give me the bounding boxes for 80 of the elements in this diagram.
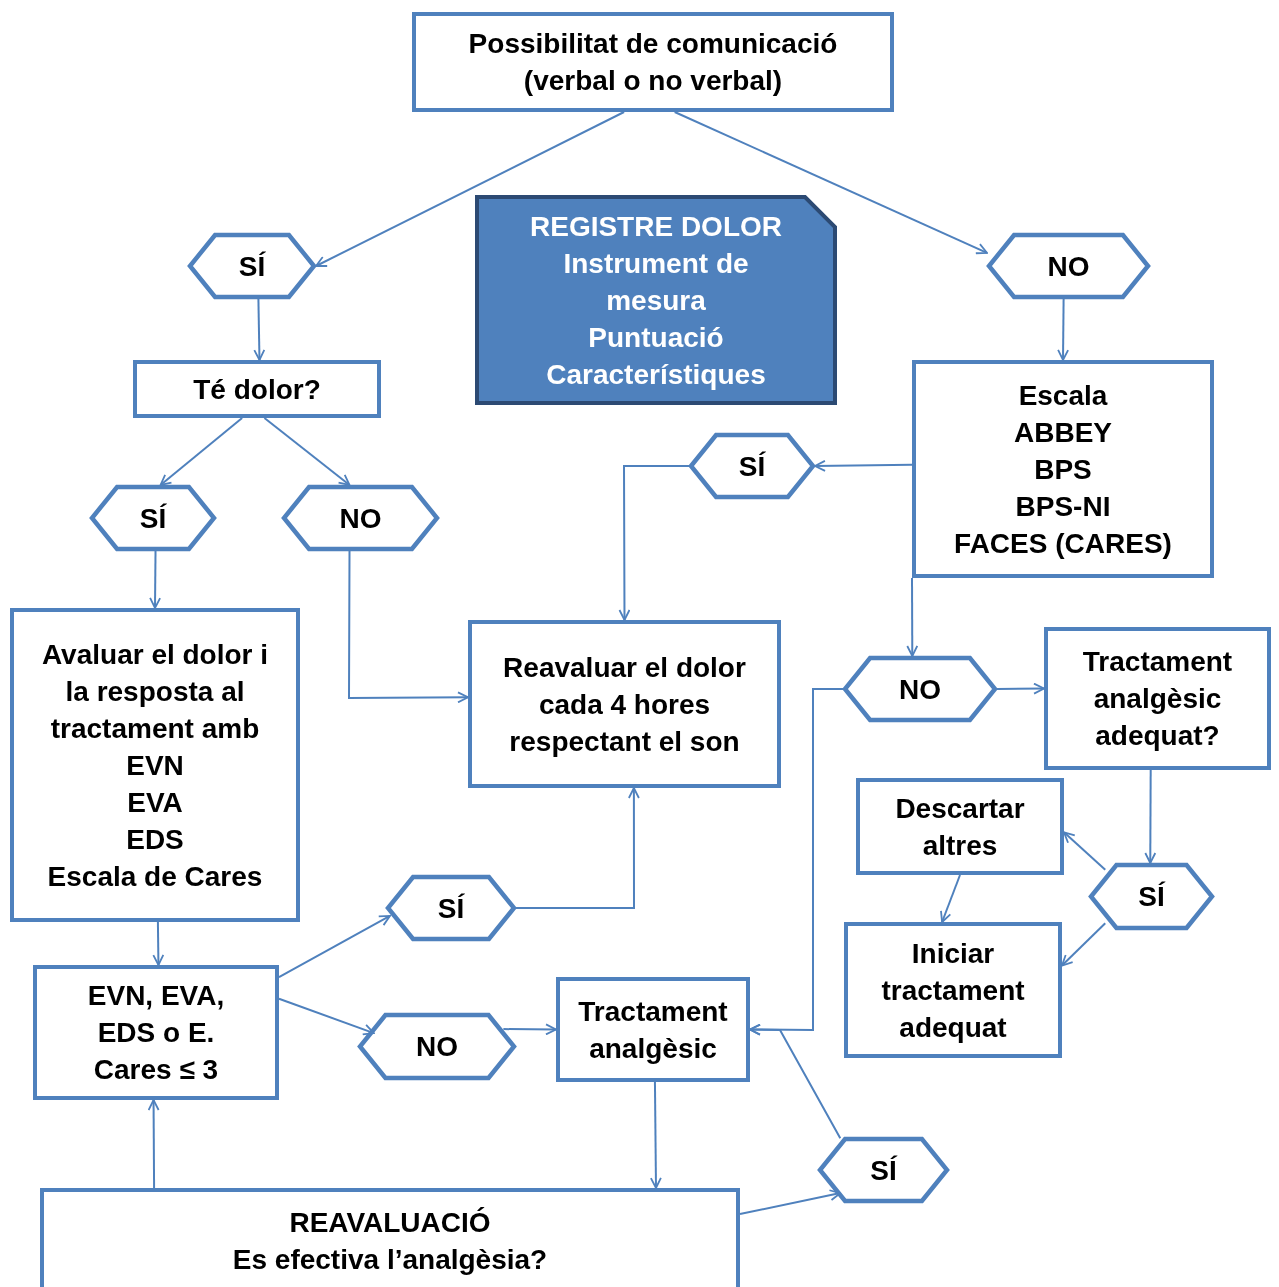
box-text: EVA [127, 785, 183, 820]
box-text: BPS [1034, 452, 1092, 487]
option-label: SÍ [139, 501, 167, 536]
arrow [515, 787, 640, 909]
process-box [412, 12, 894, 112]
arrow [152, 921, 165, 966]
option-label: NO [1047, 249, 1090, 284]
box-text: REAVALUACIÓ [289, 1206, 491, 1240]
arrow [1057, 298, 1069, 361]
decision-hexagon [818, 1137, 949, 1203]
decision-hexagon [358, 1013, 516, 1080]
arrow [1063, 831, 1107, 871]
box-text: Escala de Cares [47, 859, 263, 894]
box-text: ABBEY [1014, 415, 1112, 450]
box-text: Reavaluar el dolor cada 4 hores respectant el son [502, 650, 747, 759]
decision-hexagon [90, 485, 216, 551]
arrow [996, 682, 1045, 695]
option-label: SÍ [738, 449, 766, 484]
process-box [556, 977, 750, 1082]
option-label: SÍ [437, 891, 465, 926]
process-box [10, 608, 300, 922]
box-text: Avaluar el dolor i la resposta al tractament amb [40, 637, 270, 746]
arrow [159, 417, 244, 486]
arrow [348, 550, 469, 704]
box-text: Instrument de mesura [562, 246, 750, 318]
option-label: SÍ [870, 1153, 897, 1188]
option-label: SÍ [238, 249, 266, 284]
arrow [906, 577, 919, 657]
box-text: EDS [126, 822, 184, 857]
box-text: Descartar altres [894, 791, 1026, 863]
decision-hexagon [282, 485, 439, 551]
box-text: Tractament analgèsic [577, 994, 729, 1066]
process-box [33, 965, 279, 1100]
option-label: NO [899, 672, 941, 707]
arrow [278, 914, 391, 979]
box-text: Es efectiva l’analgèsia? [232, 1243, 548, 1277]
note-panel [475, 195, 837, 405]
decision-hexagon [987, 233, 1150, 299]
decision-hexagon [843, 656, 997, 722]
arrow [502, 1023, 557, 1036]
option-label: NO [339, 501, 382, 536]
arrow [814, 459, 913, 472]
box-text: Puntuació [588, 320, 724, 355]
box-text: FACES (CARES) [954, 526, 1172, 561]
process-box [1044, 627, 1271, 770]
arrow [749, 1023, 842, 1140]
arrow [147, 1099, 160, 1189]
arrow [650, 1081, 662, 1189]
process-box [468, 620, 781, 788]
arrow [673, 111, 988, 255]
arrow [253, 298, 266, 361]
arrow [940, 874, 961, 923]
process-box [856, 778, 1064, 875]
box-text: REGISTRE DOLOR [530, 209, 782, 244]
box-text: EVN [126, 748, 184, 783]
arrow [1144, 769, 1157, 864]
option-label: SÍ [1138, 880, 1165, 914]
process-box [844, 922, 1062, 1058]
process-box [912, 360, 1214, 578]
process-box [133, 360, 381, 418]
box-text: Tractament analgèsic adequat? [1081, 645, 1234, 753]
box-text: Escala [1018, 378, 1108, 413]
box-text: Possibilitat de comunicació (verbal o no verbal) [467, 27, 839, 98]
box-text: Iniciar tractament adequat [880, 936, 1026, 1045]
option-label: NO [416, 1030, 458, 1064]
arrow [315, 111, 626, 267]
decision-hexagon [188, 233, 316, 299]
decision-hexagon [1089, 863, 1214, 930]
box-text: BPS-NI [1015, 489, 1111, 524]
arrow [263, 417, 351, 486]
arrow [278, 997, 375, 1036]
decision-hexagon [386, 875, 516, 941]
arrow [149, 550, 161, 609]
process-box [40, 1188, 740, 1287]
box-text: Característiques [546, 357, 766, 392]
box-text: EVN, EVA, EDS o E. Cares ≤ 3 [86, 979, 226, 1087]
arrow [618, 465, 690, 621]
box-text: Té dolor? [193, 372, 321, 407]
decision-hexagon [689, 433, 815, 499]
arrow [1061, 922, 1107, 967]
